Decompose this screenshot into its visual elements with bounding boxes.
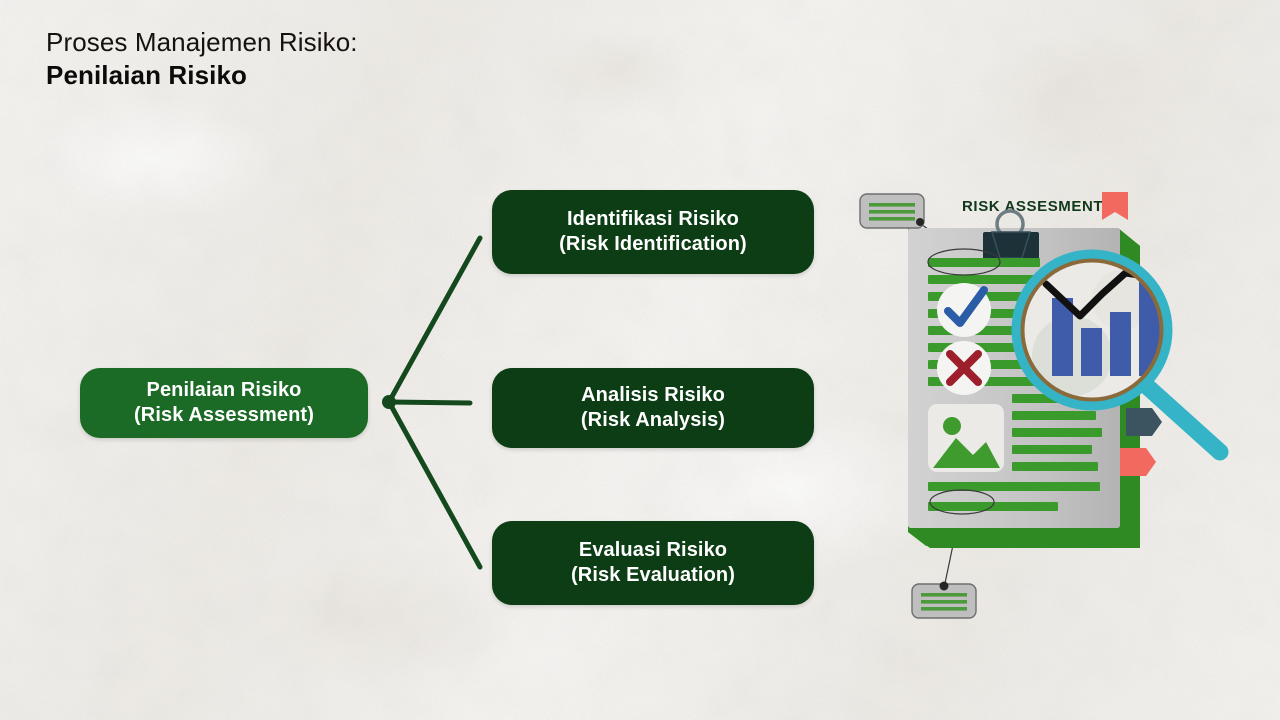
check-icon [937,283,991,337]
risk-assessment-illustration [859,192,1229,619]
title-line-secondary: Penilaian Risiko [46,60,248,91]
bookmark-tab-red-top [1102,192,1128,220]
highlight-ellipse-bottom [929,489,995,515]
highlight-ellipse-top [927,248,1001,276]
node-root-label-en: (Risk Assessment) [134,404,314,426]
magnifier-handle [1131,371,1229,461]
node-risk-analysis[interactable]: Analisis Risiko (Risk Analysis) [492,368,814,448]
node-label-en: (Risk Identification) [559,233,747,255]
node-root-risk-assessment[interactable]: Penilaian Risiko (Risk Assessment) [80,368,368,438]
callout-box-top [859,193,925,229]
cross-icon [937,341,991,395]
node-risk-evaluation[interactable]: Evaluasi Risiko (Risk Evaluation) [492,521,814,605]
connector-line-top [386,235,483,405]
node-label-id: Evaluasi Risiko [578,539,728,562]
node-label-id: Analisis Risiko [581,384,725,407]
photo-placeholder-icon [928,404,1004,472]
slide-title: Proses Manajemen Risiko: Penilaian Risik… [46,26,358,93]
bookmark-tab-red-side [1120,448,1156,476]
magnifier-lens [1011,249,1173,411]
connector-line-middle [386,399,473,406]
title-line-primary: Proses Manajemen Risiko: [46,27,358,57]
bookmark-tab-slate [1126,408,1162,436]
connector-line-bottom [386,399,483,570]
callout-box-bottom [911,581,977,619]
node-label-en: (Risk Evaluation) [571,564,735,586]
node-risk-identification[interactable]: Identifikasi Risiko (Risk Identification… [492,190,814,274]
illustration-title: RISK ASSESMENT [962,198,1104,215]
node-root-label-id: Penilaian Risiko [146,379,302,402]
connector-hub-dot [382,395,396,409]
binder-clip-icon [983,209,1039,260]
node-label-en: (Risk Analysis) [580,409,726,431]
node-label-id: Identifikasi Risiko [567,208,739,231]
